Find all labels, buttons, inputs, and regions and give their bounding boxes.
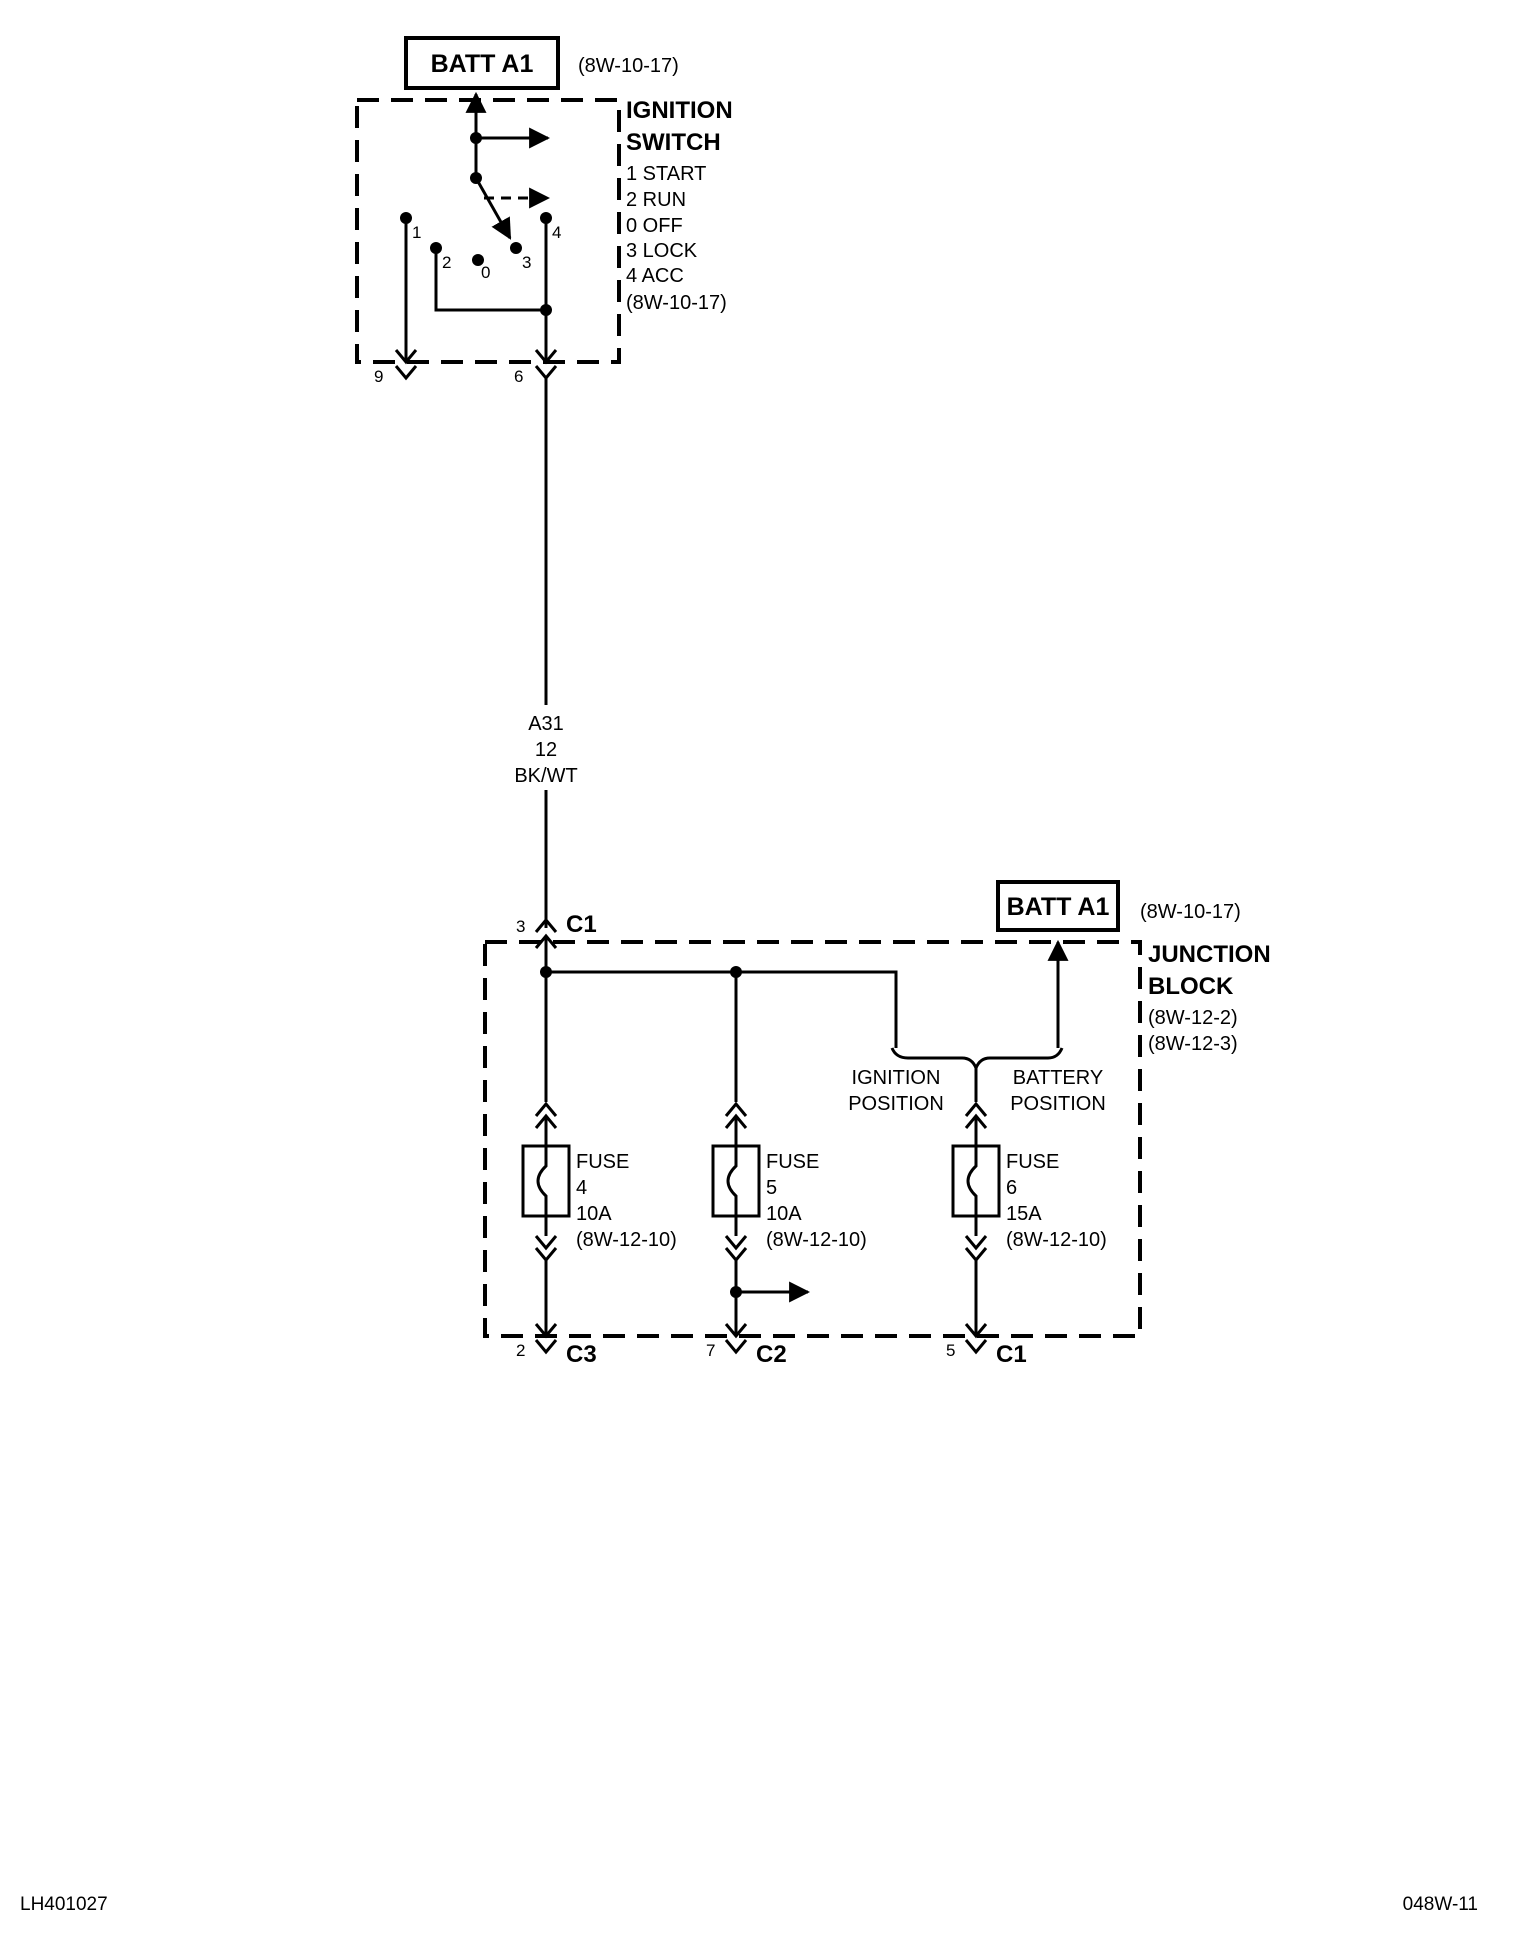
run-wire (434, 248, 546, 312)
pin-9-arrow (394, 349, 418, 365)
wire-color: BK/WT (514, 765, 577, 787)
junction-block: BATT A1 (8W-10-17) JUNCTION BLOCK (8W-12… (483, 880, 1271, 1368)
fuse-6-bottom-conn-1 (964, 1235, 988, 1251)
wire-a31: A31 12 BK/WT (514, 378, 578, 928)
fuse-5-label: FUSE (766, 1151, 819, 1173)
fuse-6-rating: 15A (1006, 1203, 1042, 1225)
fuse-5-pin: 7 (706, 1341, 715, 1360)
ignition-switch-boundary (355, 98, 621, 364)
fuse-6-selector-bracket (890, 1047, 1064, 1073)
contact-2-label: 2 (442, 253, 451, 272)
position-lock: 3 LOCK (626, 240, 698, 262)
battery-position-label-2: POSITION (1010, 1093, 1106, 1115)
fuse-4-element (536, 1146, 548, 1216)
run-splice-dot (540, 304, 552, 316)
fuse-5-top-conn-1 (724, 1101, 748, 1117)
fuse-6-connector: C1 (996, 1341, 1027, 1368)
batt-a1-box (404, 36, 560, 90)
fuse-5: FUSE 5 10A (8W-12-10) 7 C2 (706, 1101, 867, 1368)
ignition-switch: 1 2 0 3 4 9 6 IGNITION SWITCH 1 START 2 … (355, 91, 733, 386)
contact-3 (510, 242, 522, 254)
position-off: 0 OFF (626, 215, 683, 237)
fuse-6-output-connector (964, 1339, 988, 1355)
batt-a1-label: BATT A1 (431, 50, 534, 78)
ignition-position-label-1: IGNITION (852, 1067, 941, 1089)
position-run: 2 RUN (626, 189, 686, 211)
jb-batt-a1-label: BATT A1 (1007, 893, 1110, 921)
footer-right-code: 048W-11 (1403, 1894, 1478, 1915)
contact-4-label: 4 (552, 223, 561, 242)
input-connector-label: C1 (566, 911, 597, 938)
pin-6-arrow-in (534, 349, 558, 365)
fuse-4-number: 4 (576, 1177, 587, 1199)
fuse-6-element (966, 1146, 978, 1216)
fuse-4-label: FUSE (576, 1151, 629, 1173)
pin-9-label: 9 (374, 367, 383, 386)
junction-block-ref-1: (8W-12-2) (1148, 1007, 1238, 1029)
jb-batt-a1-box (996, 880, 1120, 932)
input-connector-top (534, 917, 558, 933)
fuse-6-output-arrow (964, 1323, 988, 1339)
fuse-5-bottom-conn-1 (724, 1235, 748, 1251)
fuse-5-number: 5 (766, 1177, 777, 1199)
batt-a1-ref: (8W-10-17) (578, 55, 679, 77)
fuse-5-output-connector (724, 1339, 748, 1355)
fuse-5-ref: (8W-12-10) (766, 1229, 867, 1251)
wire-gauge: 12 (535, 739, 557, 761)
fuse-4-top-conn-1 (534, 1101, 558, 1117)
ignition-switch-title-2: SWITCH (626, 129, 721, 156)
junction-block-title-2: BLOCK (1148, 973, 1234, 1000)
position-acc: 4 ACC (626, 265, 684, 287)
junction-block-ref-2: (8W-12-3) (1148, 1033, 1238, 1055)
fuse-6: FUSE 6 15A (8W-12-10) 5 C1 (946, 1101, 1107, 1368)
pin-6-label: 6 (514, 367, 523, 386)
ignition-switch-title-1: IGNITION (626, 97, 733, 124)
battery-position-label-1: BATTERY (1013, 1067, 1103, 1089)
fuse-5-element (726, 1146, 738, 1216)
fuse-5-connector: C2 (756, 1341, 787, 1368)
junction-block-title-1: JUNCTION (1148, 941, 1271, 968)
ignition-position-label-2: POSITION (848, 1093, 944, 1115)
fuse-6-top-conn-1 (964, 1101, 988, 1117)
fuse-4-output-arrow (534, 1323, 558, 1339)
wire-circuit: A31 (528, 713, 564, 735)
fuse-5-rating: 10A (766, 1203, 802, 1225)
junction-block-boundary (483, 940, 1142, 1338)
contact-0 (472, 254, 484, 266)
jb-batt-a1-ref: (8W-10-17) (1140, 901, 1241, 923)
fuse-4-connector: C3 (566, 1341, 597, 1368)
fuse-6-pin: 5 (946, 1341, 955, 1360)
fuse-4-ref: (8W-12-10) (576, 1229, 677, 1251)
fuse-6-label: FUSE (1006, 1151, 1059, 1173)
footer-left-code: LH401027 (20, 1894, 108, 1915)
pin-9-connector (394, 365, 418, 381)
pin-6-connector (534, 365, 558, 381)
fuse-4-pin: 2 (516, 1341, 525, 1360)
fuse-4: FUSE 4 10A (8W-12-10) 2 C3 (516, 1101, 677, 1368)
fuse-4-rating: 10A (576, 1203, 612, 1225)
contact-3-label: 3 (522, 253, 531, 272)
fuse-6-number: 6 (1006, 1177, 1017, 1199)
ignition-bus (546, 970, 898, 1048)
fuse-6-ref: (8W-12-10) (1006, 1229, 1107, 1251)
switch-blade (474, 177, 512, 240)
fuse-4-output-connector (534, 1339, 558, 1355)
position-start: 1 START (626, 163, 706, 185)
contact-0-label: 0 (481, 263, 490, 282)
input-pin-label: 3 (516, 917, 525, 936)
batt-a1-top: BATT A1 (8W-10-17) (404, 36, 679, 90)
contact-1-label: 1 (412, 223, 421, 242)
fuse-4-bottom-conn-1 (534, 1235, 558, 1251)
ignition-switch-ref: (8W-10-17) (626, 292, 727, 314)
fuse-5-output-arrow (724, 1323, 748, 1339)
